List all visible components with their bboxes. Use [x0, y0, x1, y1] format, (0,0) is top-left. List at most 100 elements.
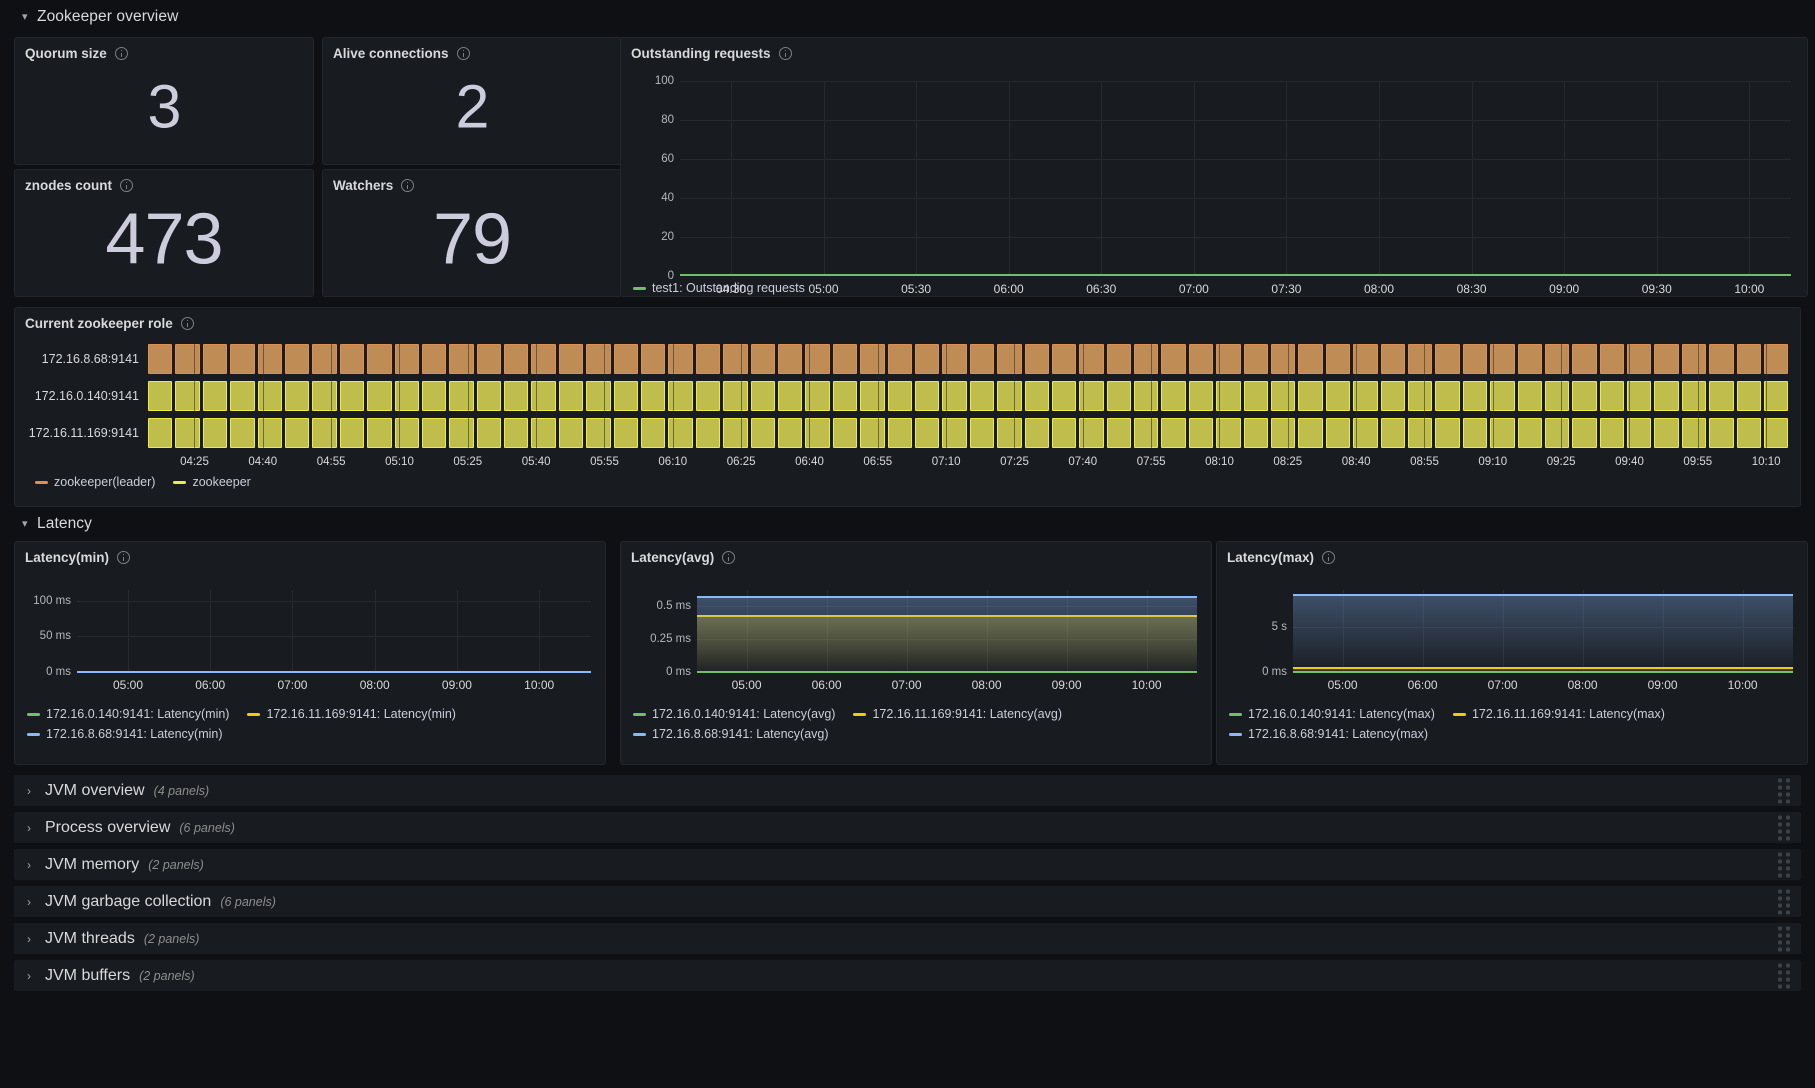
state-cell[interactable] — [1517, 381, 1542, 411]
state-cell[interactable] — [367, 381, 392, 411]
drag-handle-icon[interactable] — [1778, 926, 1791, 951]
state-cell[interactable] — [777, 418, 803, 448]
legend-item[interactable]: 172.16.8.68:9141: Latency(max) — [1229, 724, 1428, 744]
state-cell[interactable] — [695, 381, 721, 411]
state-cell[interactable] — [1024, 381, 1049, 411]
state-cell[interactable] — [1709, 418, 1734, 448]
state-cell[interactable] — [1188, 344, 1214, 374]
state-cell[interactable] — [1681, 344, 1707, 374]
state-cell[interactable] — [1572, 381, 1597, 411]
state-cell[interactable] — [202, 381, 228, 411]
state-cell[interactable] — [504, 418, 529, 448]
state-cell[interactable] — [613, 344, 639, 374]
state-cell[interactable] — [1298, 418, 1323, 448]
state-cell[interactable] — [230, 344, 255, 374]
state-cell[interactable] — [1188, 418, 1214, 448]
state-cell[interactable] — [312, 344, 337, 374]
legend-item[interactable]: 172.16.11.169:9141: Latency(max) — [1452, 704, 1665, 724]
state-cell[interactable] — [1380, 418, 1405, 448]
legend-item[interactable]: zookeeper — [173, 472, 251, 492]
state-cell[interactable] — [449, 418, 474, 448]
state-cell[interactable] — [860, 381, 885, 411]
state-cell[interactable] — [1599, 418, 1625, 448]
state-cell[interactable] — [1709, 381, 1734, 411]
state-cell[interactable] — [257, 381, 282, 411]
state-cell[interactable] — [641, 381, 666, 411]
state-cell[interactable] — [641, 418, 666, 448]
state-cell[interactable] — [1134, 418, 1159, 448]
state-cell[interactable] — [1654, 344, 1679, 374]
state-cell[interactable] — [1599, 381, 1625, 411]
state-cell[interactable] — [805, 418, 830, 448]
state-cell[interactable] — [1544, 344, 1570, 374]
info-icon[interactable] — [456, 47, 470, 60]
state-cell[interactable] — [421, 418, 447, 448]
collapsed-row-header[interactable]: ›JVM overview(4 panels) — [14, 775, 1801, 806]
state-cell[interactable] — [1325, 418, 1351, 448]
legend-item[interactable]: 172.16.11.169:9141: Latency(min) — [247, 704, 456, 724]
state-cell[interactable] — [476, 381, 502, 411]
state-cell[interactable] — [969, 344, 995, 374]
collapsed-row-header[interactable]: ›Process overview(6 panels) — [14, 812, 1801, 843]
state-cell[interactable] — [531, 418, 556, 448]
info-icon[interactable] — [401, 179, 415, 192]
state-cell[interactable] — [1462, 344, 1488, 374]
state-cell[interactable] — [1298, 344, 1323, 374]
state-cell[interactable] — [586, 418, 611, 448]
state-cell[interactable] — [394, 418, 419, 448]
state-cell[interactable] — [504, 381, 529, 411]
state-cell[interactable] — [1627, 381, 1652, 411]
row-header-zookeeper-overview[interactable]: ▾ Zookeeper overview — [9, 0, 1806, 34]
state-cell[interactable] — [284, 344, 310, 374]
state-cell[interactable] — [1736, 381, 1762, 411]
drag-handle-icon[interactable] — [1778, 889, 1791, 914]
state-cell[interactable] — [202, 418, 228, 448]
state-cell[interactable] — [887, 381, 912, 411]
state-cell[interactable] — [668, 344, 693, 374]
state-cell[interactable] — [175, 381, 200, 411]
state-cell[interactable] — [148, 344, 173, 374]
state-cell[interactable] — [887, 344, 912, 374]
state-cell[interactable] — [1627, 344, 1652, 374]
info-icon[interactable] — [778, 47, 792, 60]
state-cell[interactable] — [1298, 381, 1323, 411]
state-cell[interactable] — [1407, 381, 1433, 411]
row-header-latency[interactable]: ▾ Latency — [9, 507, 1806, 541]
state-cell[interactable] — [887, 418, 912, 448]
state-cell[interactable] — [969, 418, 995, 448]
state-cell[interactable] — [805, 381, 830, 411]
state-cell[interactable] — [723, 381, 748, 411]
state-cell[interactable] — [531, 381, 556, 411]
state-cell[interactable] — [531, 344, 556, 374]
state-cell[interactable] — [504, 344, 529, 374]
state-cell[interactable] — [1353, 381, 1378, 411]
state-cell[interactable] — [1490, 344, 1515, 374]
state-cell[interactable] — [586, 381, 611, 411]
state-cell[interactable] — [1161, 344, 1186, 374]
legend-item[interactable]: 172.16.0.140:9141: Latency(avg) — [633, 704, 835, 724]
collapsed-row-header[interactable]: ›JVM threads(2 panels) — [14, 923, 1801, 954]
state-cell[interactable] — [1106, 381, 1132, 411]
state-cell[interactable] — [449, 344, 474, 374]
state-cell[interactable] — [668, 381, 693, 411]
legend-item[interactable]: 172.16.11.169:9141: Latency(avg) — [853, 704, 1062, 724]
state-cell[interactable] — [860, 418, 885, 448]
state-cell[interactable] — [1572, 418, 1597, 448]
state-cell[interactable] — [1271, 344, 1296, 374]
state-cell[interactable] — [394, 344, 419, 374]
state-cell[interactable] — [613, 381, 639, 411]
state-cell[interactable] — [476, 344, 502, 374]
panel-watchers[interactable]: Watchers 79 — [322, 169, 622, 297]
state-cell[interactable] — [230, 418, 255, 448]
state-cell[interactable] — [1051, 344, 1077, 374]
state-cell[interactable] — [1764, 381, 1789, 411]
state-cell[interactable] — [1024, 344, 1049, 374]
state-cell[interactable] — [1325, 381, 1351, 411]
state-cell[interactable] — [339, 418, 365, 448]
state-cell[interactable] — [750, 418, 775, 448]
state-cell[interactable] — [339, 344, 365, 374]
state-cell[interactable] — [1051, 418, 1077, 448]
state-cell[interactable] — [1517, 344, 1542, 374]
